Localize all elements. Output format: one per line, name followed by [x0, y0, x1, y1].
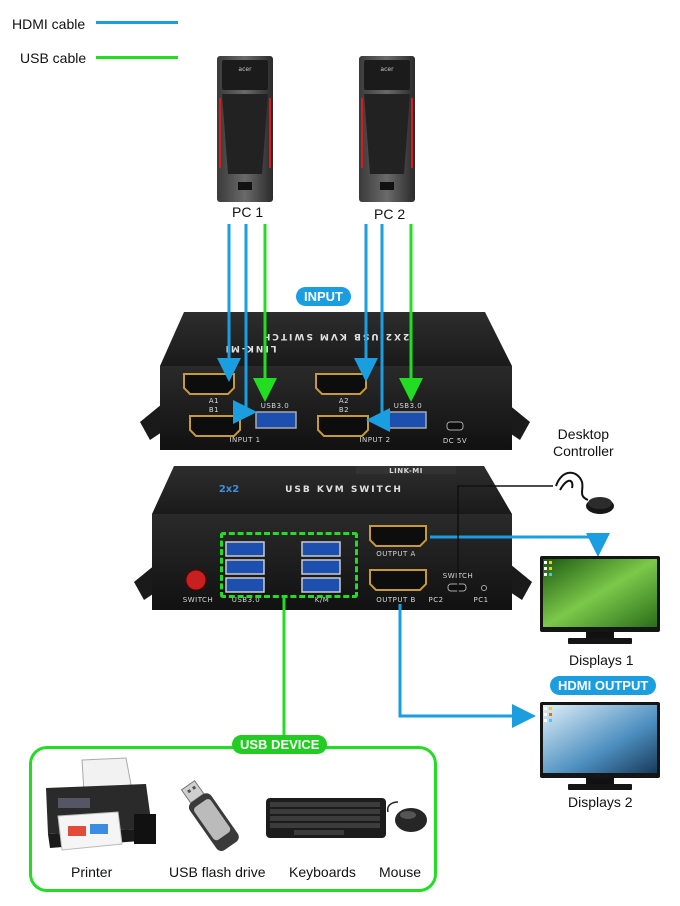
input2-text: INPUT 2	[359, 436, 390, 444]
pc1-port-text: PC1	[473, 596, 488, 604]
display2-monitor-icon	[540, 702, 660, 790]
port-b2-text: B2	[339, 406, 349, 414]
usb-ports-highlight	[220, 532, 358, 598]
keyboard-label: Keyboards	[289, 864, 356, 880]
output-b-cable	[398, 604, 536, 728]
input-brand-text: LINK-MI	[224, 343, 277, 353]
kvm-input-panel: 2X2 USB KVM SWITCH LINK-MI A1 B1 USB3.0 …	[140, 312, 530, 450]
display1-label: Displays 1	[569, 652, 634, 668]
input1-text: INPUT 1	[229, 436, 260, 444]
pc1-label: PC 1	[232, 204, 264, 220]
port-a2-text: A2	[339, 397, 349, 405]
pc2-label: PC 2	[374, 206, 406, 222]
display2-label: Displays 2	[568, 794, 633, 810]
output-a-text: OUTPUT A	[376, 550, 416, 558]
kvm-output-panel: LINK-MI 2x2 USB KVM SWITCH SWITCH USB3.0…	[134, 466, 532, 610]
flash-drive-label: USB flash drive	[169, 864, 266, 880]
pc1-brand: acer	[238, 66, 252, 73]
controller-cable	[457, 485, 553, 592]
port-b1-text: B1	[209, 406, 219, 414]
km-group-text: K/M	[315, 596, 330, 604]
pc2-hdmi-b-cable	[366, 224, 390, 432]
controller-label: Desktop Controller	[553, 426, 614, 459]
hdmi-output-tag: HDMI OUTPUT	[550, 676, 657, 695]
display1-monitor-icon	[540, 556, 660, 644]
mouse-icon	[386, 801, 427, 832]
keyboard-icon	[266, 798, 386, 838]
output-a-cable	[430, 533, 610, 557]
port-a1-text: A1	[209, 397, 219, 405]
output-brand-text: LINK-MI	[389, 467, 423, 475]
usb1-text: USB3.0	[261, 402, 290, 410]
legend-hdmi-line	[96, 21, 178, 24]
legend-hdmi-label: HDMI cable	[12, 16, 86, 32]
input-tag: INPUT	[296, 287, 351, 306]
mouse-label: Mouse	[379, 864, 422, 880]
pc2-tower-icon: acer	[359, 56, 415, 202]
pc1-tower-icon: acer	[217, 56, 273, 202]
pc2-brand: acer	[380, 66, 394, 73]
usb-device-tag: USB DEVICE	[232, 735, 328, 754]
output-model-text: USB KVM SWITCH	[285, 485, 403, 495]
usb-flash-drive-icon	[180, 779, 239, 851]
desktop-controller-icon	[555, 471, 614, 514]
legend-usb-label: USB cable	[20, 50, 87, 66]
usb-group-text: USB3.0	[232, 596, 261, 604]
input-model-text: 2X2 USB KVM SWITCH	[261, 331, 409, 341]
legend-usb-line	[96, 56, 178, 59]
pc1-hdmi-b-cable	[233, 224, 257, 424]
switch-btn-text: SWITCH	[183, 596, 213, 604]
dc-text: DC 5V	[443, 437, 467, 445]
printer-label: Printer	[71, 864, 113, 880]
usb2-text: USB3.0	[394, 402, 423, 410]
printer-icon	[46, 757, 156, 851]
pc2-port-text: PC2	[428, 596, 443, 604]
output-badge-text: 2x2	[219, 484, 239, 495]
output-b-text: OUTPUT B	[376, 596, 416, 604]
